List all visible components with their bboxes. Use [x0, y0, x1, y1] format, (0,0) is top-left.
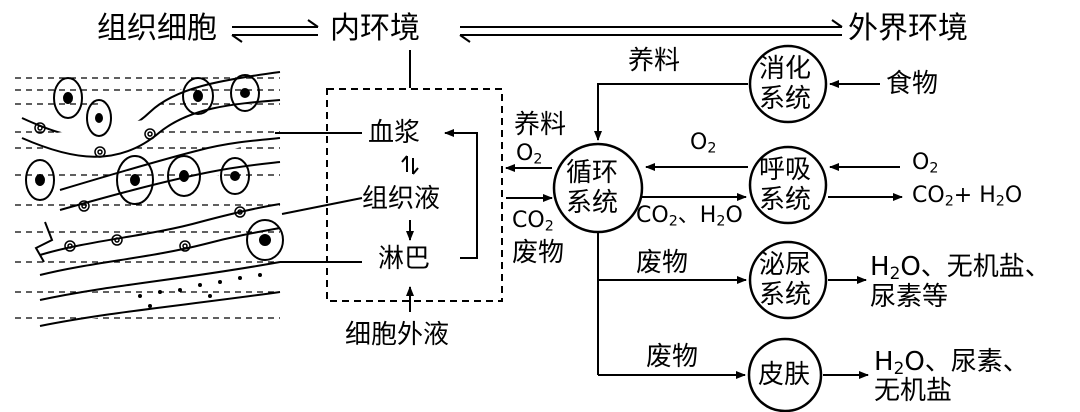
skin-label: 皮肤	[758, 360, 811, 390]
digestive-line-2: 系统	[759, 84, 812, 114]
tissue-fluid-label: 组织液	[362, 184, 441, 214]
external-env-label: 外界环境	[848, 11, 968, 46]
o2-to-internal-label: O2	[516, 141, 543, 168]
co2-h2o-out-label: CO2+ H2O	[912, 183, 1023, 210]
food-label: 食物	[886, 69, 939, 99]
tissue-illustration	[15, 71, 284, 327]
urinary-line-2: 系统	[759, 280, 812, 310]
plasma-label: 血浆	[368, 118, 421, 148]
circulatory-line-1: 循环	[566, 158, 619, 188]
o2-in-label: O2	[912, 150, 939, 177]
respiratory-line-2: 系统	[759, 185, 812, 215]
nutrients-label-side: 养料	[514, 110, 567, 140]
circulatory-line-2: 系统	[566, 188, 619, 218]
co2-from-internal-label: CO2	[512, 208, 554, 235]
respiratory-line-1: 呼吸	[759, 155, 812, 185]
urinary-system-node	[748, 240, 828, 320]
system-circles	[552, 44, 828, 412]
lymph-label: 淋巴	[378, 244, 431, 274]
digestive-line-1: 消化	[759, 54, 812, 84]
skin-output-line-1: H2O、尿素、	[874, 347, 1029, 379]
flow-arrows	[505, 80, 903, 379]
waste-from-internal-label: 废物	[512, 238, 565, 268]
internal-flow-arrows	[401, 129, 478, 312]
waste-to-urinary-label: 废物	[636, 248, 689, 278]
waste-to-skin-label: 废物	[646, 342, 699, 372]
pointer-lines	[275, 132, 363, 263]
tissue-cells-label: 组织细胞	[97, 11, 217, 46]
internal-env-label: 内环境	[330, 11, 420, 46]
urinary-output-line-1: H2O、无机盐、	[870, 252, 1051, 284]
co2-h2o-mid-label: CO2、H2O	[636, 203, 743, 230]
extracellular-fluid-label: 细胞外液	[345, 320, 450, 350]
nutrients-label-top: 养料	[628, 46, 681, 76]
internal-env-box	[326, 88, 503, 302]
digestive-system-node	[748, 44, 828, 124]
urinary-output-line-2: 尿素等	[870, 282, 949, 312]
top-exchange-arrows	[231, 19, 843, 43]
skin-node	[747, 337, 823, 412]
o2-resp-label: O2	[690, 130, 717, 157]
urinary-line-1: 泌尿	[759, 250, 812, 280]
respiratory-system-node	[748, 145, 828, 225]
skin-output-line-2: 无机盐	[874, 376, 953, 406]
